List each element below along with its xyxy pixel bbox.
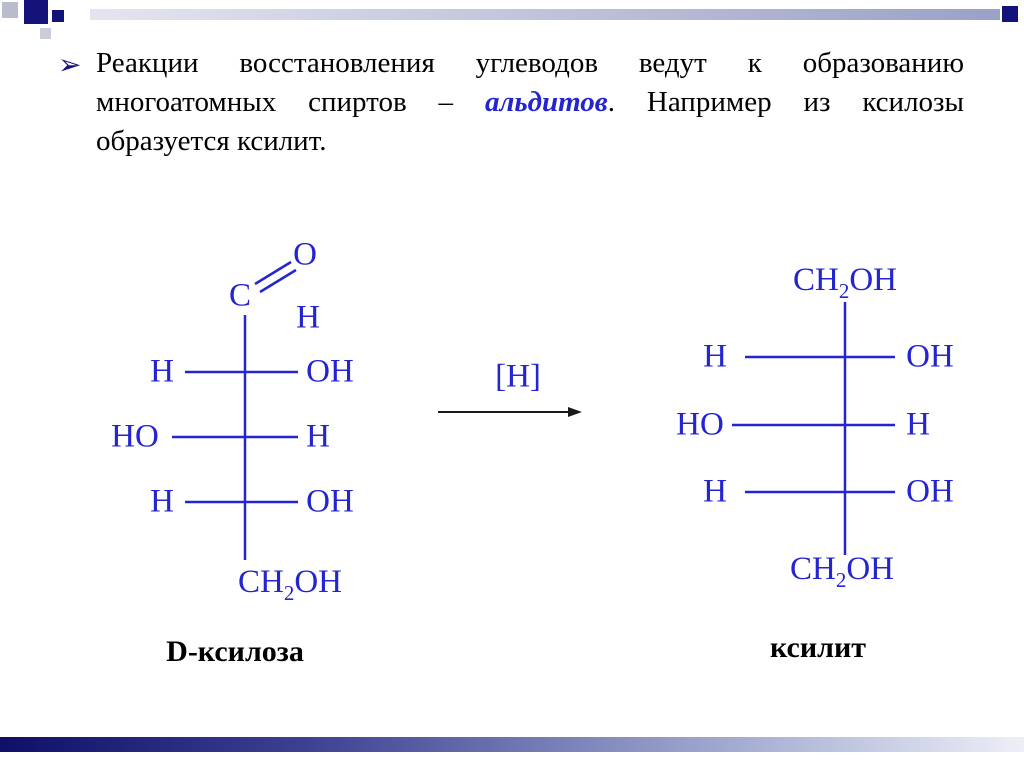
formula-subscript: 2 [283,580,295,605]
text-line-3: образуется ксилит. [96,125,327,157]
xylose-aldehyde-o: O [293,236,317,273]
decor-square [24,0,48,24]
term-alditols: альдитов [484,86,608,118]
text-segment: . Например из ксилозы [607,86,964,118]
xylose-aldehyde-h: H [296,299,320,336]
xylitol-top-ch2oh: CH2OH [793,264,897,302]
formula-subscript: 2 [838,278,850,303]
xylitol-row1-right: OH [906,338,954,375]
xylose-bonds [172,260,298,560]
xylitol-structure: CH2OH H OH HO H H OH CH2OH ксилит [660,235,1000,675]
xylitol-bottom-ch2oh: CH2OH [790,553,894,591]
formula-part: OH [846,551,895,588]
xylose-row3-right: OH [306,483,354,520]
xylose-row3-left: H [150,483,174,520]
formula-subscript: 2 [835,567,847,592]
header-gradient-bar [90,9,1000,20]
intro-paragraph: Реакции восстановления углеводов ведут к… [96,44,964,161]
xylitol-name: ксилит [770,631,866,664]
decor-square [2,2,18,18]
xylitol-row3-left: H [703,473,727,510]
formula-part: OH [294,564,343,601]
decor-square [40,28,51,39]
formula-part: CH [789,551,836,588]
right-arrow-icon [438,407,582,417]
reaction-arrow-group: [H] [430,355,605,430]
text-line-1: Реакции восстановления углеводов ведут к… [96,47,964,79]
xylitol-row3-right: OH [906,473,954,510]
bullet-arrow-icon: ➢ [58,50,82,81]
xylitol-row2-right: H [906,406,930,443]
reagent-label: [H] [495,358,541,395]
footer-gradient-bar [0,737,1024,752]
text-line-2: многоатомных спиртов – альдитов. Наприме… [96,83,964,122]
text-segment: многоатомных спиртов – [96,86,485,118]
xylose-row2-left: HO [111,418,159,455]
xylose-row2-right: H [306,418,330,455]
header-bar-end-square [1002,6,1018,22]
formula-part: CH [237,564,284,601]
xylitol-row1-left: H [703,338,727,375]
formula-part: CH [792,262,839,299]
xylose-aldehyde-c: C [228,277,252,314]
xylitol-row2-left: HO [676,406,724,443]
xylose-ch2oh: CH2OH [238,566,342,604]
decor-square [52,10,64,22]
xylose-row1-right: OH [306,353,354,390]
xylose-name: D-ксилоза [166,635,304,668]
xylose-row1-left: H [150,353,174,390]
xylose-structure: C O H H OH HO H H OH CH2OH D-ксилоза [100,235,480,675]
formula-part: OH [849,262,898,299]
